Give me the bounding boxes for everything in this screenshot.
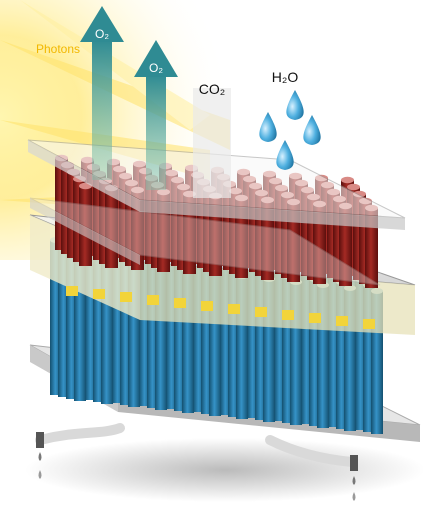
- drip-icon: [352, 476, 356, 485]
- photons-label: Photons: [36, 42, 80, 56]
- water-drop-icon: [259, 112, 277, 142]
- ground-shadow: [25, 438, 423, 502]
- oxygen-arrow-right: O₂: [134, 40, 178, 190]
- membrane-band-marker: [147, 295, 159, 305]
- membrane-band-marker: [228, 304, 240, 314]
- membrane-band-markers: [66, 286, 375, 329]
- anode-rod-top: [341, 176, 354, 184]
- membrane-band-marker: [363, 319, 375, 329]
- water-drop-icon: [276, 140, 294, 170]
- membrane-band-marker: [336, 316, 348, 326]
- anode-rod: [365, 208, 378, 288]
- co2-label: CO₂: [199, 81, 225, 97]
- drip-icon: [38, 452, 42, 461]
- membrane-band-marker: [66, 286, 78, 296]
- fuel-outlet-pipe-right: [265, 435, 358, 501]
- oxygen-arrow-left: O₂: [80, 6, 124, 180]
- anode-rod-top: [347, 183, 360, 191]
- membrane-band-marker: [174, 298, 186, 308]
- membrane-band-marker: [309, 313, 321, 323]
- water-droplets: [259, 90, 321, 170]
- o2-label-right: O₂: [149, 61, 163, 75]
- membrane-band-marker: [120, 292, 132, 302]
- anode-rod: [79, 186, 92, 266]
- h2o-label: H₂O: [272, 69, 299, 85]
- o2-label-left: O₂: [95, 27, 109, 41]
- membrane-band-marker: [201, 301, 213, 311]
- fuel-outlet-pipe-left: [35, 423, 125, 479]
- membrane-band-marker: [93, 289, 105, 299]
- water-drop-icon: [303, 115, 321, 145]
- drip-icon: [352, 492, 356, 501]
- drip-icon: [38, 470, 42, 479]
- upper-glass-plate: [29, 197, 381, 286]
- membrane-band-marker: [255, 307, 267, 317]
- membrane-band-marker: [282, 310, 294, 320]
- water-drop-icon: [286, 90, 304, 120]
- up-arrow-icon: [146, 75, 166, 190]
- co2-intake: CO₂: [193, 81, 231, 198]
- up-arrow-icon: [92, 40, 112, 180]
